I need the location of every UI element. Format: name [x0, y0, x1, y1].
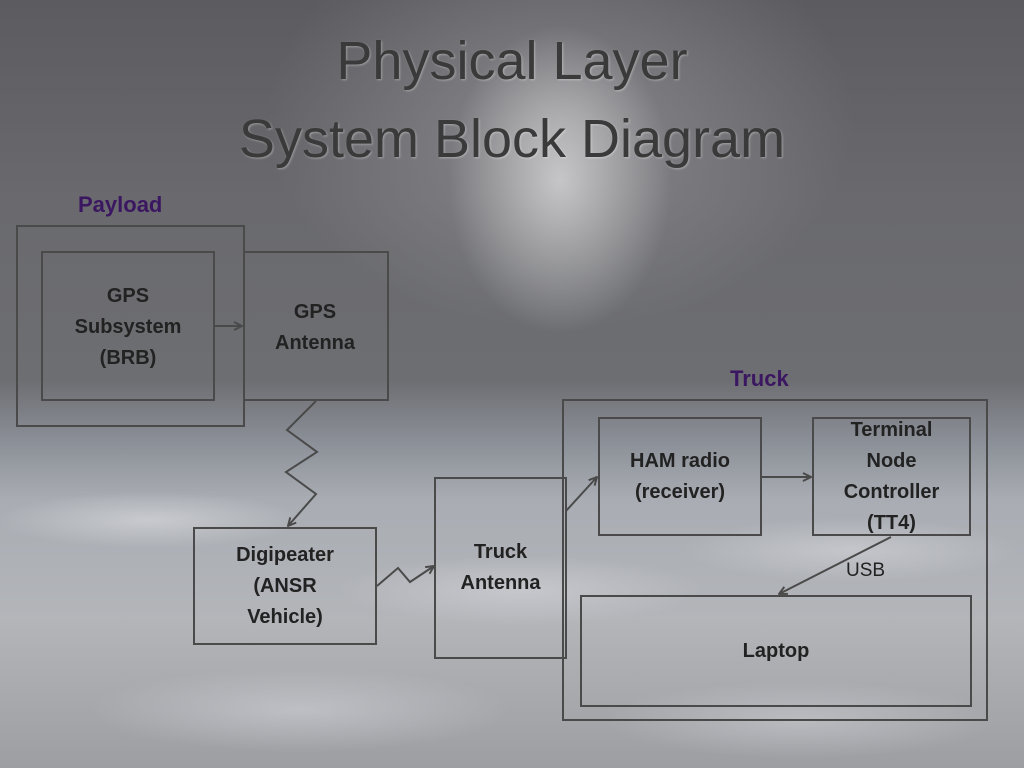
ham-radio-label: HAM radio (receiver) [630, 450, 730, 503]
arrow-tnc-to-laptop-usb [779, 536, 892, 594]
tnc-box: Terminal Node Controller (TT4) [812, 417, 971, 536]
usb-label: USB [846, 560, 886, 581]
laptop-label: Laptop [742, 640, 810, 662]
title-line-2: System Block Diagram [238, 109, 786, 169]
truck-antenna-label: Truck Antenna [460, 541, 541, 594]
laptop-box: Laptop [580, 595, 972, 707]
gps-antenna-box: GPS Antenna [243, 251, 389, 401]
cloud-layer [0, 430, 1024, 768]
gps-subsystem-label: GPS Subsystem (BRB) [74, 285, 182, 369]
tnc-label: Terminal Node Controller (TT4) [843, 419, 940, 534]
gps-subsystem-box: GPS Subsystem (BRB) [41, 251, 215, 401]
arrow-truck-antenna-to-ham-radio [565, 477, 597, 512]
ham-radio-box: HAM radio (receiver) [598, 417, 762, 536]
radio-link-digipeater-to-truck-antenna [376, 566, 434, 587]
payload-group-box [16, 225, 245, 427]
digipeater-box: Digipeater (ANSR Vehicle) [193, 527, 377, 645]
gps-antenna-label: GPS Antenna [275, 301, 355, 354]
truck-group-label: Truck [730, 366, 789, 391]
payload-group-label: Payload [78, 192, 163, 217]
digipeater-label: Digipeater (ANSR Vehicle) [236, 544, 334, 628]
truck-group-box [562, 399, 988, 721]
title-line-1: Physical Layer [336, 31, 688, 91]
radio-link-gps-to-digipeater [284, 400, 319, 526]
